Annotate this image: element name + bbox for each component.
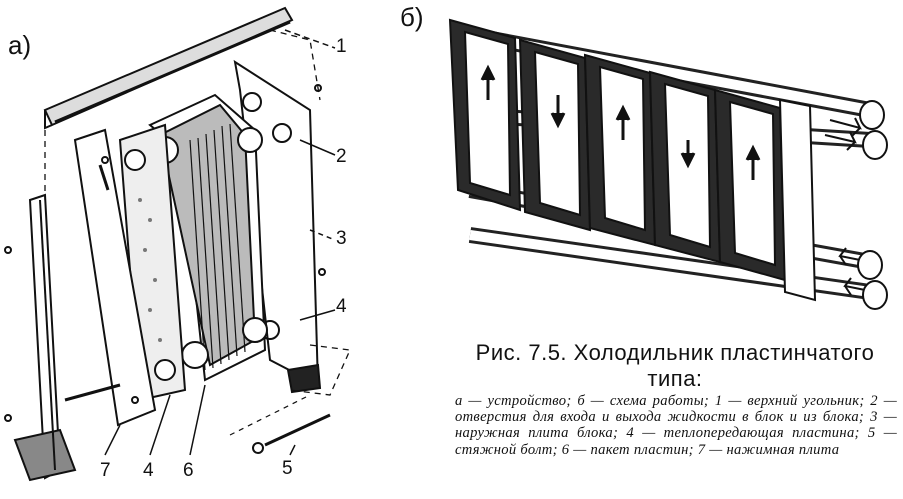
callout-1: 1 [336, 36, 347, 57]
figure-a-exploded-view [0, 0, 450, 499]
callout-2: 2 [336, 146, 347, 167]
panel-b-label: б) [400, 2, 424, 32]
callout-4-bottom: 4 [143, 460, 154, 481]
callout-5: 5 [282, 458, 293, 479]
callout-4-right: 4 [336, 296, 347, 317]
caption-title-line1: Рис. 7.5. Холодильник пластинчатого [475, 340, 875, 365]
figure-caption-title: Рис. 7.5. Холодильник пластинчатого типа… [455, 340, 895, 392]
callout-7: 7 [100, 460, 111, 481]
callout-6: 6 [183, 460, 194, 481]
panel-a-label: а) [8, 30, 32, 60]
caption-title-line2: типа: [647, 366, 703, 391]
figure-b-operating-scheme [430, 0, 900, 330]
figure-caption-body: а — устройство; б — схема работы; 1 — ве… [455, 393, 897, 458]
callout-3: 3 [336, 228, 347, 249]
